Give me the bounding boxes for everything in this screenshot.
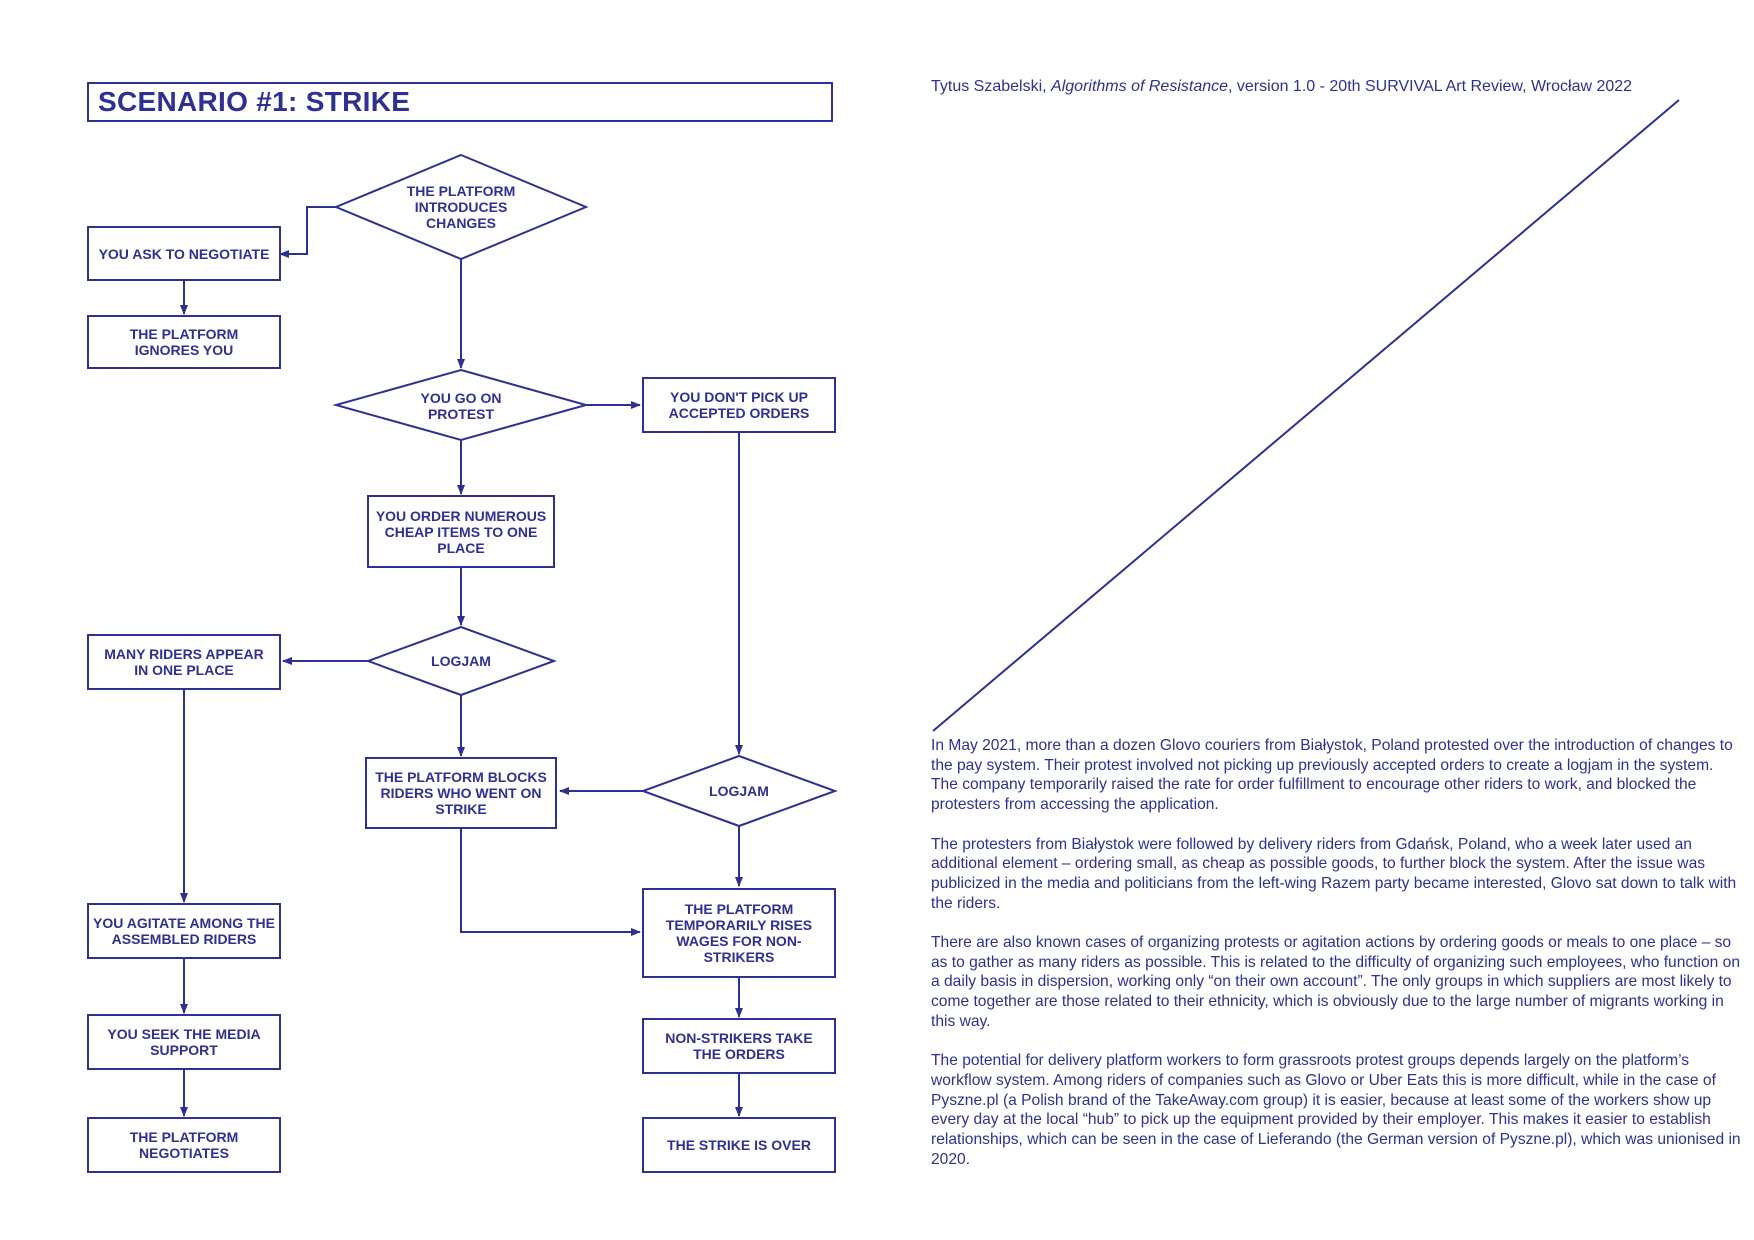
node-platform-introduces-changes: THE PLATFORM INTRODUCES CHANGES (406, 183, 516, 231)
credit-details: , version 1.0 - 20th SURVIVAL Art Review… (1228, 78, 1633, 95)
node-go-on-protest: YOU GO ON PROTEST (420, 390, 502, 422)
node-non-strikers-take-orders: NON-STRIKERS TAKE THE ORDERS (642, 1018, 836, 1074)
node-order-cheap-items: YOU ORDER NUMEROUS CHEAP ITEMS TO ONE PL… (367, 495, 555, 568)
node-platform-blocks-riders: THE PLATFORM BLOCKS RIDERS WHO WENT ON S… (365, 757, 557, 829)
credit-line: Tytus Szabelski, Algorithms of Resistanc… (931, 78, 1721, 96)
node-dont-pick-up-orders: YOU DON'T PICK UP ACCEPTED ORDERS (642, 377, 836, 433)
node-seek-media-support: YOU SEEK THE MEDIA SUPPORT (87, 1014, 281, 1070)
node-logjam-right: LOGJAM (709, 783, 769, 799)
node-platform-raises-wages: THE PLATFORM TEMPORARILY RISES WAGES FOR… (642, 888, 836, 978)
article-paragraph-4: The potential for delivery platform work… (931, 1052, 1741, 1168)
node-strike-is-over: THE STRIKE IS OVER (642, 1117, 836, 1173)
article-text: In May 2021, more than a dozen Glovo cou… (931, 736, 1741, 1189)
scenario-title: SCENARIO #1: STRIKE (87, 82, 833, 122)
node-agitate-riders: YOU AGITATE AMONG THE ASSEMBLED RIDERS (87, 903, 281, 959)
node-platform-ignores-you: THE PLATFORM IGNORES YOU (87, 315, 281, 369)
diagonal-rule (932, 99, 1680, 732)
node-ask-to-negotiate: YOU ASK TO NEGOTIATE (87, 226, 281, 281)
article-paragraph-3: There are also known cases of organizing… (931, 934, 1741, 1030)
article-paragraph-1: In May 2021, more than a dozen Glovo cou… (931, 737, 1733, 814)
node-platform-negotiates: THE PLATFORM NEGOTIATES (87, 1117, 281, 1173)
arrow-platform-blocks-to-raises-wages (460, 829, 641, 936)
credit-author: Tytus Szabelski, (931, 78, 1052, 95)
node-many-riders-appear: MANY RIDERS APPEAR IN ONE PLACE (87, 634, 281, 690)
node-logjam-left: LOGJAM (431, 653, 491, 669)
credit-work-title: Algorithms of Resistance (1051, 78, 1229, 95)
article-paragraph-2: The protesters from Białystok were follo… (931, 835, 1737, 912)
arrow-changes-to-negotiate (279, 206, 336, 258)
